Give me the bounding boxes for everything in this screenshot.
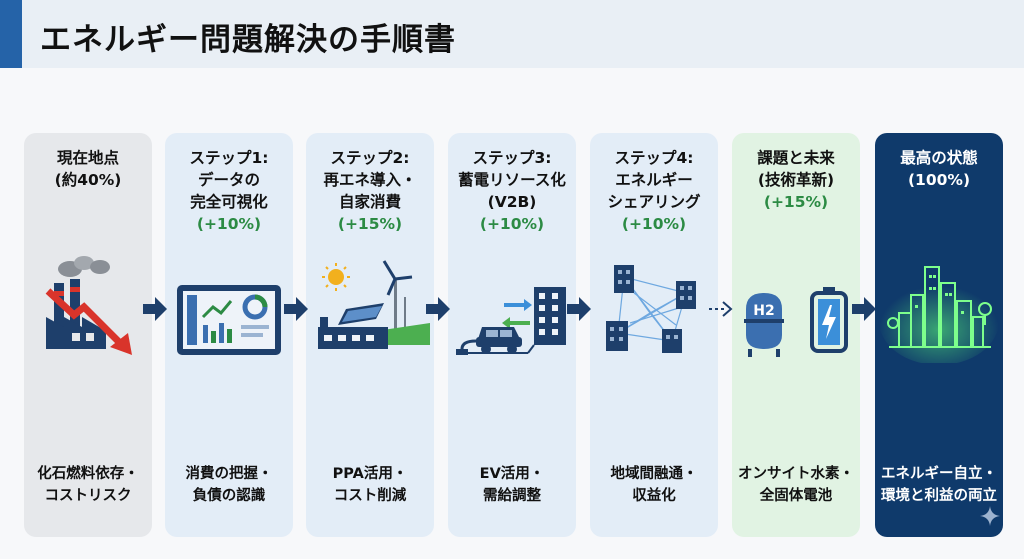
- card-heading-line: (約40%): [54, 171, 122, 189]
- title-accent-bar: [0, 0, 22, 68]
- card-footer-line: 化石燃料依存・: [37, 466, 139, 482]
- card-heading: 最高の状態 (100%): [875, 147, 1003, 191]
- card-heading: ステップ3: 蓄電リソース化 (V2B) (+10%): [448, 147, 576, 235]
- card-heading-line: ステップ3:: [472, 149, 552, 167]
- card-footer: 地域間融通・ 収益化: [590, 463, 718, 507]
- dashboard-monitor-icon: [177, 285, 281, 355]
- card-heading-line: (100%): [907, 171, 971, 189]
- card-heading-line: エネルギー: [615, 171, 693, 189]
- card-heading-line: データの: [197, 171, 260, 189]
- step-card-3: ステップ3: 蓄電リソース化 (V2B) (+10%) EV活用・ 需給調整: [448, 133, 576, 537]
- card-heading: 現在地点 (約40%): [24, 147, 152, 191]
- hydrogen-battery-icon: H2: [744, 287, 848, 357]
- percent-gain: (+10%): [479, 215, 545, 233]
- ev-to-building-icon: [456, 287, 566, 355]
- step-card-1: ステップ1: データの 完全可視化 (+10%) 消費の把握・ 負債の認識: [165, 133, 293, 537]
- card-footer-line: PPA活用・: [332, 466, 408, 482]
- page-title: エネルギー問題解決の手順書: [40, 22, 456, 58]
- card-heading: ステップ2: 再エネ導入・ 自家消費 (+15%): [306, 147, 434, 235]
- card-footer-line: 需給調整: [483, 488, 541, 504]
- card-heading-line: 最高の状態: [900, 149, 978, 167]
- card-footer-line: EV活用・: [479, 466, 545, 482]
- card-footer: オンサイト水素・ 全固体電池: [732, 463, 860, 507]
- arrow-right-icon: [426, 297, 450, 321]
- card-footer-line: 収益化: [632, 488, 676, 504]
- arrow-right-icon: [567, 297, 591, 321]
- card-footer-line: 負債の認識: [192, 488, 266, 504]
- card-heading-line: シェアリング: [607, 193, 701, 211]
- percent-gain: (+10%): [621, 215, 687, 233]
- step-card-2: ステップ2: 再エネ導入・ 自家消費 (+15%) PPA活用・ コスト削減: [306, 133, 434, 537]
- dashed-arrow-right-icon: [709, 301, 733, 317]
- card-heading-line: ステップ4:: [614, 149, 694, 167]
- card-footer: エネルギー自立・ 環境と利益の両立: [875, 463, 1003, 507]
- card-footer-line: 地域間融通・: [610, 466, 698, 482]
- card-footer-line: 全固体電池: [759, 488, 833, 504]
- card-footer-line: 環境と利益の両立: [881, 488, 997, 504]
- percent-gain: (+10%): [196, 215, 262, 233]
- card-heading-line: 蓄電リソース化: [458, 171, 566, 189]
- card-heading-line: (技術革新): [757, 171, 835, 189]
- step-card-current: 現在地点 (約40%) 化石燃料依存・ コストリスク: [24, 133, 152, 537]
- card-heading-line: 自家消費: [338, 193, 401, 211]
- card-footer: EV活用・ 需給調整: [448, 463, 576, 507]
- solar-wind-factory-icon: [318, 260, 430, 349]
- card-footer: 消費の把握・ 負債の認識: [165, 463, 293, 507]
- card-footer-line: エネルギー自立・: [881, 466, 997, 482]
- title-bar: エネルギー問題解決の手順書: [0, 0, 1024, 68]
- percent-gain: (+15%): [763, 193, 829, 211]
- building-network-icon: [606, 265, 696, 353]
- card-heading: ステップ1: データの 完全可視化 (+10%): [165, 147, 293, 235]
- percent-gain: (+15%): [337, 215, 403, 233]
- arrow-right-icon: [852, 297, 876, 321]
- arrow-right-icon: [143, 297, 167, 321]
- card-heading: ステップ4: エネルギー シェアリング (+10%): [590, 147, 718, 235]
- card-heading-line: ステップ2:: [330, 149, 410, 167]
- step-card-future: 課題と未来 (技術革新) (+15%) H2 オンサイト水素・ 全固体電池: [732, 133, 860, 537]
- card-footer: PPA活用・ コスト削減: [306, 463, 434, 507]
- hydrogen-label: H2: [753, 303, 774, 319]
- green-city-icon: [879, 266, 999, 363]
- card-heading-line: 現在地点: [56, 149, 119, 167]
- card-heading-line: (V2B): [487, 193, 537, 211]
- step-card-best: 最高の状態 (100%) エネ: [875, 133, 1003, 537]
- card-heading-line: 再エネ導入・: [323, 171, 417, 189]
- card-footer-line: 消費の把握・: [185, 466, 273, 482]
- card-footer-line: コスト削減: [333, 488, 407, 504]
- factory-decline-icon: [45, 256, 132, 355]
- card-heading-line: 完全可視化: [190, 193, 268, 211]
- card-footer: 化石燃料依存・ コストリスク: [24, 463, 152, 507]
- arrow-right-icon: [284, 297, 308, 321]
- card-footer-line: コストリスク: [44, 488, 132, 504]
- card-heading-line: 課題と未来: [757, 149, 835, 167]
- card-footer-line: オンサイト水素・: [738, 466, 854, 482]
- sparkle-icon: [980, 506, 1000, 526]
- card-heading-line: ステップ1:: [189, 149, 269, 167]
- card-heading: 課題と未来 (技術革新) (+15%): [732, 147, 860, 213]
- step-card-4: ステップ4: エネルギー シェアリング (+10%) 地域間融通・ 収益化: [590, 133, 718, 537]
